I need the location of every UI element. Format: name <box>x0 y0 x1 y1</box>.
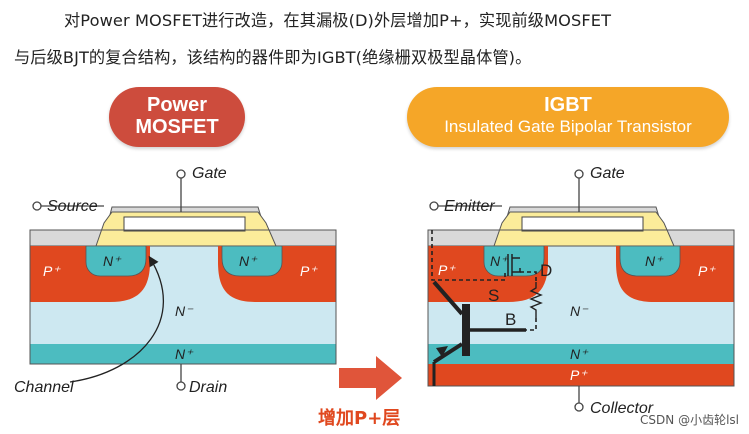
mosfet-n-plus-buffer <box>30 344 336 364</box>
igbt-n-plus-right <box>619 245 681 277</box>
igbt-p-plus-collector <box>428 364 734 386</box>
power-mosfet-title-line1: Power <box>146 94 208 116</box>
igbt-title-pill: IGBT Insulated Gate Bipolar Transistor <box>407 87 729 147</box>
igbt-emitter-terminal <box>429 201 439 211</box>
mosfet-gate-oxide <box>123 216 246 232</box>
igbt-gate-label: Gate <box>590 165 625 182</box>
igbt-collector-terminal <box>574 402 584 412</box>
mosfet-gate-label: Gate <box>192 165 227 182</box>
igbt-resistor <box>529 282 543 318</box>
igbt-emitter-dashed-line <box>431 230 506 281</box>
watermark: CSDN @小齿轮lsl <box>640 413 739 427</box>
igbt-n-plus-right-label: N⁺ <box>645 253 664 269</box>
mosfet-source-label: Source <box>47 198 98 215</box>
mosfet-n-minus-label: N⁻ <box>175 303 194 319</box>
mosfet-outline <box>29 229 337 365</box>
igbt-outline <box>427 229 735 387</box>
intro-line-1: 对Power MOSFET进行改造，在其漏极(D)外层增加P+，实现前级MOSF… <box>64 11 612 30</box>
mosfet-gate-terminal <box>176 169 186 179</box>
igbt-bjt-collector-line <box>432 342 464 364</box>
mosfet-cross-section: Gate Source Drain Channel N⁺ N⁺ P⁺ P⁺ N⁻… <box>14 165 337 396</box>
igbt-mosfet-symbol <box>507 254 521 276</box>
mosfet-source-terminal <box>32 201 42 211</box>
igbt-n-plus-bottom-label: N⁺ <box>570 346 589 362</box>
mosfet-p-plus-right-label: P⁺ <box>300 263 318 279</box>
mosfet-n-plus-right-label: N⁺ <box>239 253 258 269</box>
igbt-gate-oxide <box>521 216 644 232</box>
igbt-p-plus-left-label: P⁺ <box>438 262 456 278</box>
igbt-bjt-emitter-line <box>432 280 464 316</box>
transform-arrow: 增加P+层 <box>318 356 402 429</box>
power-mosfet-title-line2: MOSFET <box>135 116 219 138</box>
igbt-n-minus-label: N⁻ <box>570 303 589 319</box>
igbt-subtitle: Insulated Gate Bipolar Transistor <box>444 117 692 136</box>
transform-arrow-label: 增加P+层 <box>318 407 400 429</box>
igbt-title: IGBT <box>544 94 592 116</box>
igbt-dashed-drain-link <box>520 271 537 282</box>
igbt-bjt-base-bar <box>462 304 470 356</box>
igbt-s-label: S <box>488 286 499 305</box>
mosfet-n-plus-right <box>221 245 283 277</box>
igbt-n-plus-buffer <box>428 344 734 364</box>
mosfet-n-plus-left <box>85 245 147 277</box>
igbt-p-plus-bottom-label: P⁺ <box>570 367 588 383</box>
igbt-n-plus-left <box>483 245 545 277</box>
igbt-collector-label: Collector <box>590 400 654 417</box>
intro-line-2: 与后级BJT的复合结构，该结构的器件即为IGBT(绝缘栅双极型晶体管)。 <box>14 48 532 67</box>
mosfet-n-plus-bottom-label: N⁺ <box>175 346 194 362</box>
mosfet-p-plus-left-label: P⁺ <box>43 263 61 279</box>
mosfet-channel-label: Channel <box>14 379 74 396</box>
igbt-bjt-emitter-arrow <box>436 346 448 357</box>
transform-arrow-shape <box>339 356 402 400</box>
power-mosfet-title-pill: Power MOSFET <box>109 87 245 147</box>
igbt-cross-section: Gate Emitter Collector N⁺ N⁺ P⁺ P⁺ N⁻ N⁺… <box>427 165 735 417</box>
mosfet-drain-label: Drain <box>189 379 227 396</box>
igbt-n-plus-left-label: N⁺ <box>490 253 509 269</box>
igbt-emitter-label: Emitter <box>444 198 495 215</box>
igbt-p-plus-right-label: P⁺ <box>698 263 716 279</box>
igbt-gate-terminal <box>574 169 584 179</box>
mosfet-n-plus-left-label: N⁺ <box>103 253 122 269</box>
igbt-b-label: B <box>505 310 516 329</box>
igbt-d-label: D <box>540 261 552 280</box>
mosfet-channel-arrow <box>69 255 164 383</box>
mosfet-drain-terminal <box>176 381 186 391</box>
